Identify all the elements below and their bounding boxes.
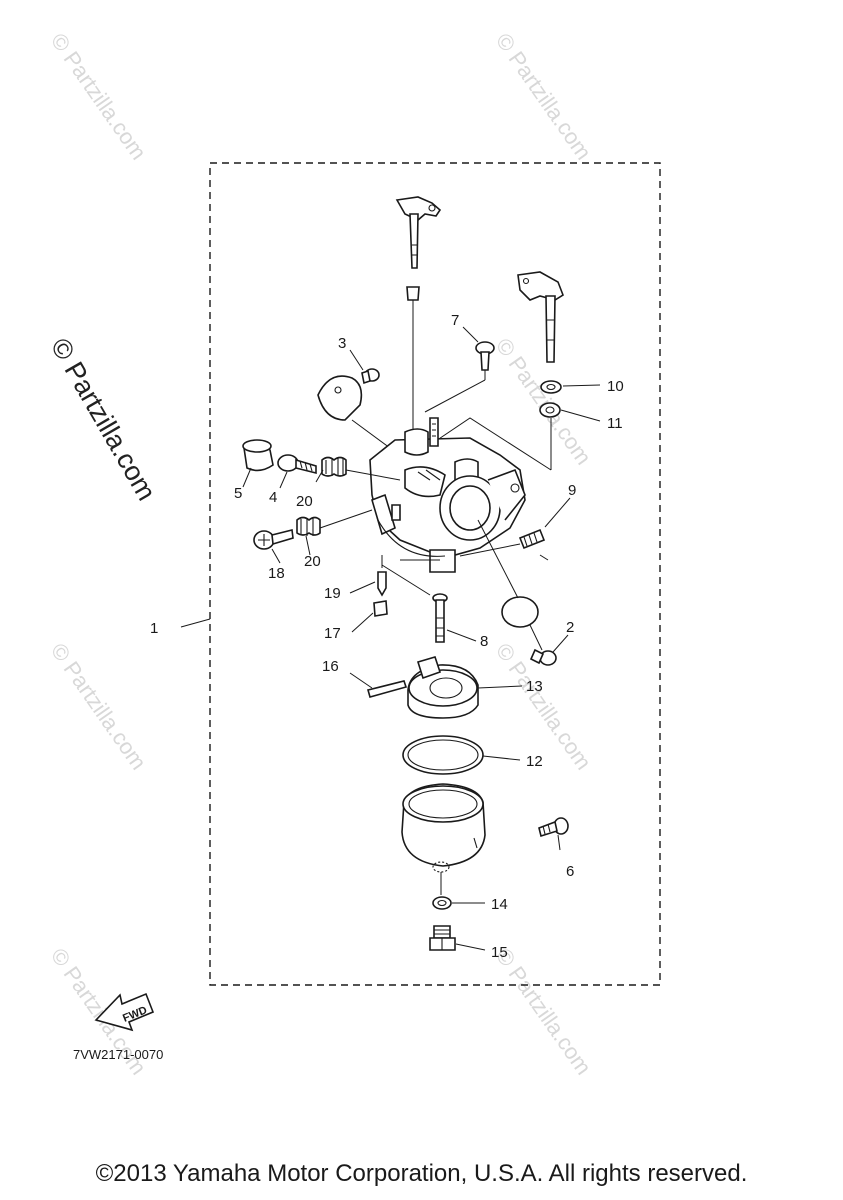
callout-10: 10 (607, 378, 624, 395)
callout-17: 17 (324, 625, 341, 642)
choke-shaft (517, 271, 564, 363)
watermarks: © Partzilla.com © Partzilla.com © Partzi… (46, 29, 597, 1080)
callout-20-lower: 20 (304, 553, 321, 570)
float-bowl (401, 783, 486, 873)
callout-18: 18 (268, 565, 285, 582)
float-13 (407, 656, 479, 719)
callout-14: 14 (491, 896, 508, 913)
cap-5 (242, 439, 274, 472)
float-pin-16 (367, 680, 408, 698)
plug (406, 286, 420, 301)
callout-2: 2 (566, 619, 574, 636)
spring-20-upper (321, 456, 347, 477)
throttle-plate (317, 375, 363, 421)
callout-12: 12 (526, 753, 543, 770)
callout-19: 19 (324, 585, 341, 602)
screw-18 (253, 529, 294, 550)
copyright-notice: ©2013 Yamaha Motor Corporation, U.S.A. A… (95, 1160, 748, 1187)
drain-bolt-15 (429, 925, 456, 951)
screw-2 (529, 648, 557, 666)
plate (501, 596, 539, 628)
callout-labels: 1 2 3 4 5 6 7 8 9 10 11 12 13 14 15 16 1… (150, 312, 624, 961)
leader-lines (180, 326, 601, 951)
callout-8: 8 (480, 633, 488, 650)
assembly-frame (209, 162, 661, 986)
callout-11: 11 (607, 415, 623, 432)
callout-7: 7 (451, 312, 459, 329)
side-watermark: © Partzilla.com (45, 333, 162, 506)
clip-17 (373, 600, 388, 617)
callout-16: 16 (322, 658, 339, 675)
watermark-text: © Partzilla.com (46, 29, 152, 165)
seal-11 (539, 402, 561, 418)
callout-1: 1 (150, 620, 158, 637)
callout-3: 3 (338, 335, 346, 352)
drawing-code: 7VW2171-0070 (73, 1047, 163, 1062)
callout-13: 13 (526, 678, 543, 695)
washer-10 (540, 380, 562, 394)
screw-7 (475, 341, 495, 371)
watermark-text: © Partzilla.com (46, 639, 152, 775)
spring-20-lower (296, 516, 321, 536)
watermark-text: © Partzilla.com (491, 334, 597, 470)
callout-15: 15 (491, 944, 508, 961)
callout-4: 4 (269, 489, 277, 506)
throttle-shaft (395, 196, 442, 269)
main-jet-8 (432, 593, 448, 643)
callout-9: 9 (568, 482, 576, 499)
watermark-text: © Partzilla.com (491, 29, 597, 165)
screw-3 (361, 368, 380, 385)
needle-valve-19 (377, 571, 387, 597)
washer-14 (432, 896, 452, 910)
callout-6: 6 (566, 863, 574, 880)
screw-9 (518, 528, 546, 550)
callout-20-upper: 20 (296, 493, 313, 510)
gasket-12 (402, 735, 484, 775)
screw-4 (277, 454, 317, 475)
watermark-text: © Partzilla.com (491, 944, 597, 1080)
carburetor-body (369, 417, 526, 573)
screw-6 (538, 817, 569, 838)
callout-5: 5 (234, 485, 242, 502)
